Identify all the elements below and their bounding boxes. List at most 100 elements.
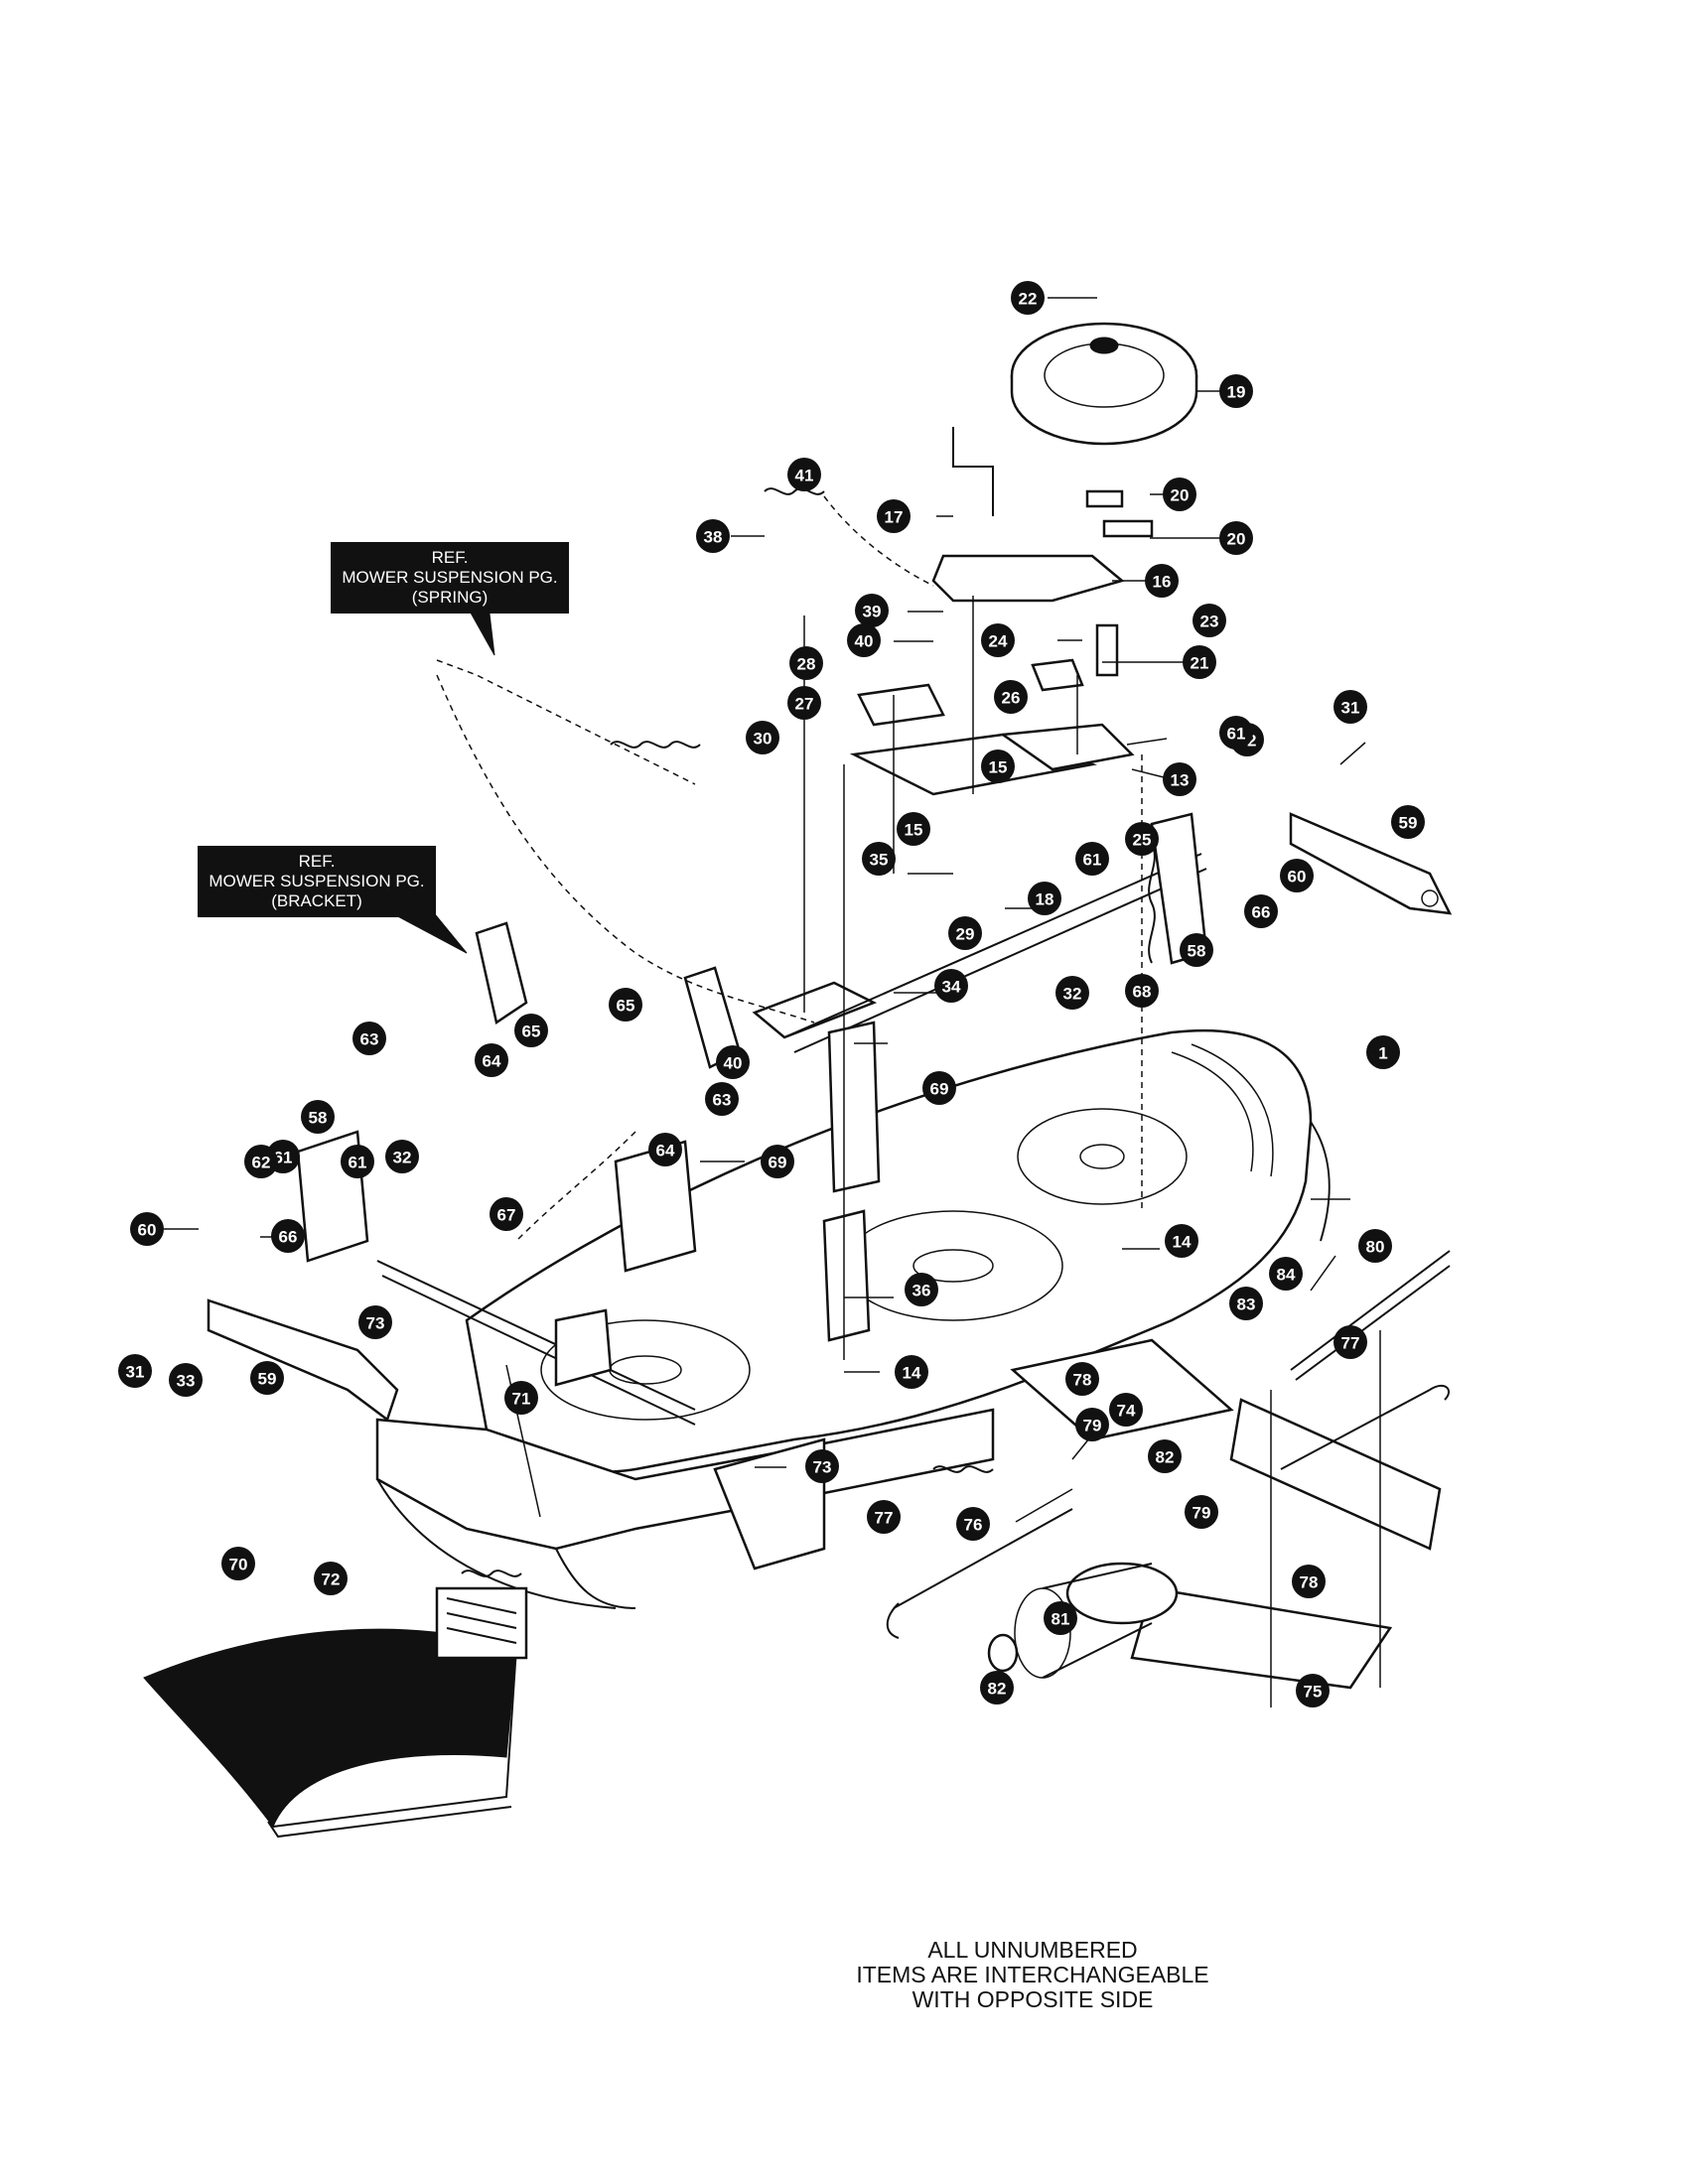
mower-deck-housing (375, 1028, 1331, 1609)
callout-circle (1391, 805, 1425, 839)
callout-circle (761, 1145, 794, 1178)
callout-number: 58 (309, 1109, 328, 1128)
callout-72: 72 (314, 1562, 348, 1595)
callout-circle (1044, 1601, 1077, 1635)
ref-label-bracket: REF. MOWER SUSPENSION PG. (BRACKET) (198, 846, 436, 917)
callout-30: 30 (746, 721, 779, 754)
ref-label-bracket-line-3: (BRACKET) (271, 891, 362, 910)
callout-number: 63 (360, 1030, 379, 1049)
callout-number: 41 (795, 467, 814, 485)
callout-circle (244, 1145, 278, 1178)
callout-circle (981, 750, 1015, 783)
callout-circle (1229, 1287, 1263, 1320)
callout-circle (746, 721, 779, 754)
callout-number: 69 (930, 1080, 949, 1099)
callout-circle (1280, 859, 1314, 892)
callout-circle (1075, 1408, 1109, 1441)
callout-circle (787, 686, 821, 720)
callout-62: 62 (244, 1145, 278, 1178)
callout-number: 27 (795, 695, 814, 714)
callout-number: 68 (1133, 983, 1152, 1002)
note-line-2: ITEMS ARE INTERCHANGEABLE (856, 1962, 1209, 1987)
callout-83: 83 (1229, 1287, 1263, 1320)
callout-27: 27 (787, 686, 821, 720)
callout-circle (475, 1043, 508, 1077)
callout-33: 33 (169, 1363, 203, 1397)
callout-circle (1163, 478, 1196, 511)
callout-number: 59 (258, 1370, 277, 1389)
callout-75: 75 (1296, 1674, 1330, 1707)
callout-1: 1 (1366, 1035, 1400, 1069)
ref-brackets (475, 921, 742, 1069)
callout-circle (1011, 281, 1045, 315)
interchangeable-note: ALL UNNUMBERED ITEMS ARE INTERCHANGEABLE… (774, 1938, 1291, 2012)
callout-circle (1125, 974, 1159, 1008)
callout-24: 24 (981, 623, 1015, 657)
callout-78: 78 (1292, 1565, 1326, 1598)
callout-circle (352, 1022, 386, 1055)
callout-number: 34 (942, 978, 961, 997)
callout-15: 15 (897, 812, 930, 846)
callout-40: 40 (716, 1045, 750, 1079)
callout-40: 40 (847, 623, 881, 657)
callout-31: 31 (118, 1354, 152, 1388)
callout-17: 17 (877, 499, 911, 533)
callout-13: 13 (1163, 762, 1196, 796)
callout-25: 25 (1125, 822, 1159, 856)
callout-14: 14 (1165, 1224, 1198, 1258)
callout-number: 59 (1399, 814, 1418, 833)
callout-number: 61 (274, 1149, 293, 1167)
callout-circle (301, 1100, 335, 1134)
callout-circle (1148, 1439, 1182, 1473)
callout-circle (169, 1363, 203, 1397)
callout-64: 64 (475, 1043, 508, 1077)
callout-circle (1244, 894, 1278, 928)
callout-78: 78 (1065, 1362, 1099, 1396)
reference-lines (436, 495, 1381, 1707)
springs (436, 487, 1156, 1577)
callout-number: 83 (1237, 1296, 1256, 1314)
callout-circle (1183, 645, 1216, 679)
callout-number: 18 (1036, 890, 1054, 909)
callout-number: 64 (483, 1052, 501, 1071)
callout-number: 82 (1156, 1448, 1175, 1467)
callout-35: 35 (862, 842, 896, 876)
callout-number: 69 (769, 1154, 787, 1172)
idler-pulley (1010, 322, 1198, 446)
callout-79: 79 (1185, 1495, 1218, 1529)
callout-74: 74 (1109, 1393, 1143, 1427)
callout-circle (1193, 604, 1226, 637)
callout-number: 32 (1063, 985, 1082, 1004)
callout-circle (705, 1082, 739, 1116)
callout-number: 71 (512, 1390, 531, 1409)
callout-34: 34 (934, 969, 968, 1003)
callout-60: 60 (130, 1212, 164, 1246)
callout-number: 21 (1191, 654, 1209, 673)
callout-number: 77 (875, 1509, 894, 1528)
callout-circle (905, 1273, 938, 1306)
callout-63: 63 (352, 1022, 386, 1055)
callout-circle (1055, 976, 1089, 1010)
callout-81: 81 (1044, 1601, 1077, 1635)
callout-number: 65 (522, 1023, 541, 1041)
callout-circle (490, 1197, 523, 1231)
callout-number: 30 (754, 730, 772, 749)
callout-number: 40 (855, 632, 874, 651)
callout-circle (358, 1305, 392, 1339)
callout-circle (895, 1355, 928, 1389)
callout-circle (1269, 1257, 1303, 1291)
callout-circle (1296, 1674, 1330, 1707)
callout-circle (922, 1071, 956, 1105)
callout-63: 63 (705, 1082, 739, 1116)
ref-label-bracket-line-1: REF. (298, 852, 336, 871)
callout-77: 77 (1333, 1325, 1367, 1359)
callout-32: 32 (385, 1140, 419, 1173)
callout-number: 61 (1083, 851, 1102, 870)
callout-circle (1028, 882, 1061, 915)
callout-circle (609, 988, 642, 1022)
callout-circle (1333, 1325, 1367, 1359)
callout-number: 78 (1300, 1573, 1319, 1592)
callout-number: 64 (656, 1142, 675, 1160)
callout-41: 41 (787, 458, 821, 491)
callout-number: 80 (1366, 1238, 1385, 1257)
